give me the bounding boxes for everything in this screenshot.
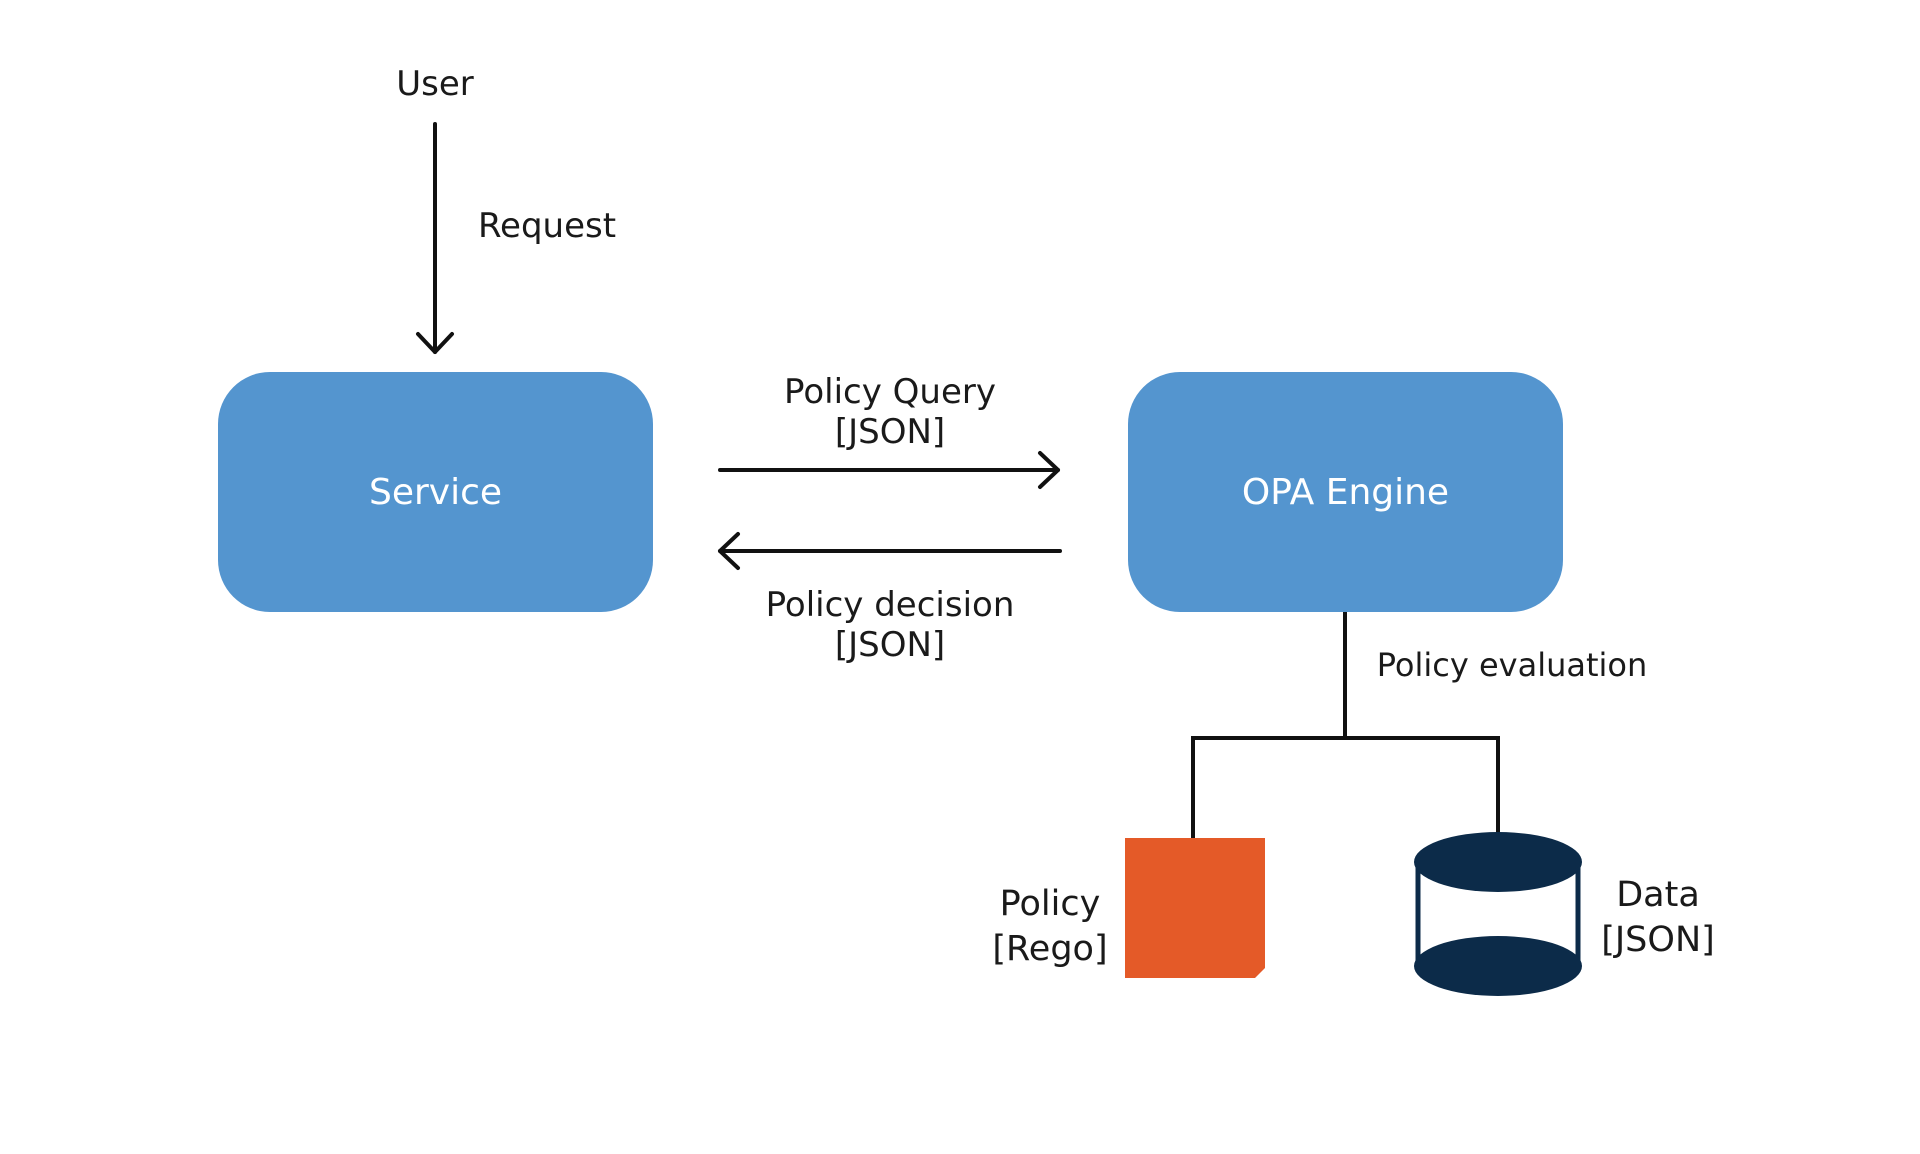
user-label: User: [396, 64, 474, 104]
policy-query-label: Policy Query [JSON]: [784, 372, 996, 452]
request-arrow: [416, 122, 454, 354]
service-label: Service: [368, 471, 503, 513]
data-cylinder-icon: [1414, 832, 1582, 996]
opa-engine-label: OPA Engine: [1241, 471, 1450, 513]
policy-label: Policy [Rego]: [992, 884, 1108, 969]
policy-decision-label: Policy decision [JSON]: [765, 585, 1015, 665]
policy-document-icon: [1125, 838, 1265, 978]
request-label: Request: [477, 206, 617, 246]
opa-engine-box: OPA Engine: [1128, 372, 1563, 612]
policy-decision-arrow: [718, 532, 1062, 570]
policy-evaluation-label: Policy evaluation: [1376, 646, 1648, 684]
service-box: Service: [218, 372, 653, 612]
data-label: Data [JSON]: [1601, 875, 1715, 960]
policy-query-arrow: [718, 451, 1060, 489]
policy-evaluation-connector: [1191, 610, 1500, 840]
